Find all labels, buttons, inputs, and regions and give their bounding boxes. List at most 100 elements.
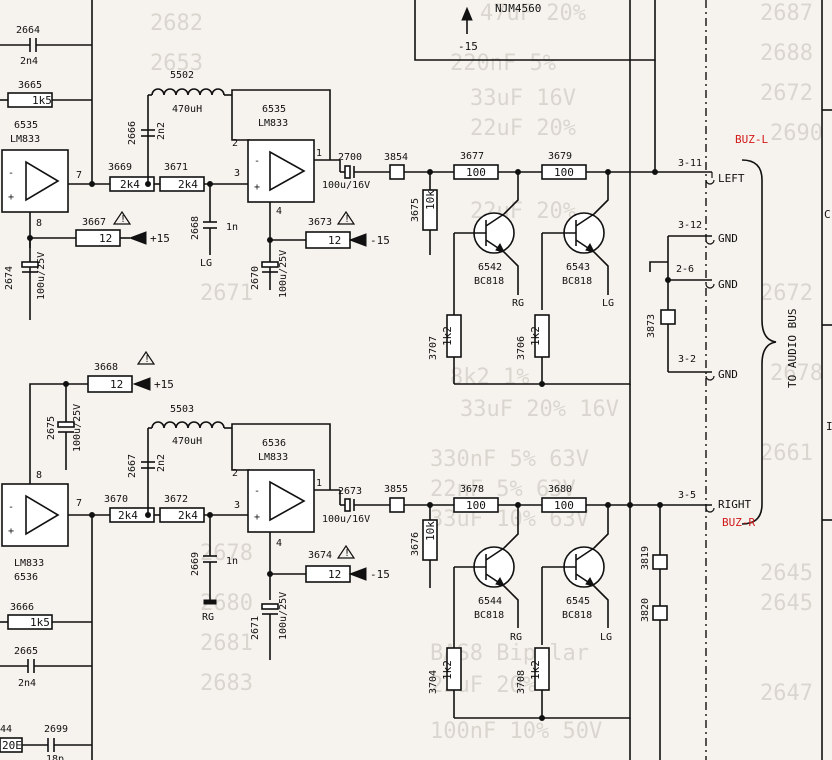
component-ref: 3673 — [308, 217, 332, 228]
supply-label: -15 — [370, 568, 390, 581]
connector-signal-gnd: GND — [718, 278, 738, 291]
component-ref: 2699 — [44, 724, 68, 735]
component-value: 1k5 — [32, 94, 52, 107]
resistor-3667: +15 3667 12 ! — [27, 210, 170, 247]
resistor-3708: 3708 1k2 — [516, 647, 550, 718]
svg-text:2645: 2645 — [760, 591, 813, 616]
resistor-3644: 44 20E — [0, 724, 48, 753]
resistor-3707: 3707 1k2 — [428, 314, 462, 360]
svg-text:33uF 20% 16V: 33uF 20% 16V — [460, 397, 619, 422]
opamp-6535-left: -+ 6535 LM833 7 8 — [1, 120, 110, 320]
svg-text:2661: 2661 — [760, 441, 813, 466]
svg-text:-: - — [8, 502, 14, 513]
ground-label: RG — [202, 612, 214, 623]
component-ref: 2668 — [190, 216, 201, 240]
resistor-3677: 3677 100 — [453, 151, 499, 180]
component-value: 100 — [554, 499, 574, 512]
connector-signal-gnd: GND — [718, 232, 738, 245]
component-value: 100 — [554, 166, 574, 179]
top-opamp-njm4560: NJM4560 -15 — [414, 0, 656, 61]
component-value: 12 — [110, 378, 123, 391]
ground-label: LG — [600, 632, 612, 643]
connector-pin-3-12: 3-12 — [678, 220, 702, 231]
component-ref: 2670 — [250, 266, 261, 290]
component-ref: 2664 — [16, 25, 40, 36]
component-ref: 3680 — [548, 484, 572, 495]
component-ref: 3873 — [646, 314, 657, 338]
svg-text:100nF 10% 50V: 100nF 10% 50V — [430, 719, 602, 744]
ground-label: LG — [200, 258, 212, 269]
audio-bus-label: TO AUDIO BUS — [786, 309, 799, 388]
resistor-3819: 3819 — [640, 505, 668, 570]
component-value: 12 — [328, 568, 341, 581]
component-ref: 3668 — [94, 362, 118, 373]
svg-text:220nF 5%: 220nF 5% — [450, 51, 556, 76]
component-ref: 6535 — [262, 104, 286, 115]
component-value: 2k4 — [118, 509, 138, 522]
supply-label: +15 — [154, 378, 174, 391]
pin-number: 7 — [76, 498, 82, 509]
component-ref: 5503 — [170, 404, 194, 415]
ground-label: RG — [510, 632, 522, 643]
component-ref: 3819 — [640, 546, 651, 570]
component-ref: 3678 — [460, 484, 484, 495]
component-value: 470uH — [172, 436, 202, 447]
component-value: 18p — [46, 754, 64, 760]
resistor-3680: 3680 100 — [541, 484, 587, 513]
inductor-5503: 5503 470uH — [147, 404, 232, 515]
component-ref: 3665 — [18, 80, 42, 91]
component-type: LM833 — [258, 118, 288, 129]
resistor-3820: 3820 — [640, 569, 668, 760]
svg-text:!: ! — [344, 214, 350, 225]
svg-text:!: ! — [144, 354, 150, 365]
pin-number: 7 — [76, 170, 82, 181]
pin-number: 4 — [276, 538, 282, 549]
svg-text:2672: 2672 — [760, 81, 813, 106]
pin-number: 4 — [276, 206, 282, 217]
component-ref: 44 — [0, 724, 12, 735]
component-value: 100u/16V — [322, 180, 370, 191]
resistor-3671: 3671 2k4 — [159, 162, 205, 192]
component-value: 100u/16V — [322, 514, 370, 525]
component-value: 100 — [466, 499, 486, 512]
component-type: BC818 — [474, 276, 504, 287]
connector-signal-gnd: GND — [718, 368, 738, 381]
component-value: 1k2 — [441, 326, 454, 346]
component-value: 100u/25V — [72, 404, 83, 452]
component-ref: 6536 — [14, 572, 38, 583]
component-ref: 3675 — [410, 198, 421, 222]
resistor-3665: 3665 1k5 — [0, 80, 92, 108]
component-type: BC818 — [562, 276, 592, 287]
svg-text:8k2 1%: 8k2 1% — [450, 365, 529, 390]
capacitor-2670: 2670 100u/25V — [250, 250, 289, 298]
connector-pin-3-5: 3-5 — [678, 490, 696, 501]
connector-pin-2-6: 2-6 — [676, 264, 694, 275]
component-ref: 6535 — [14, 120, 38, 131]
component-value: 100u/25V — [278, 592, 289, 640]
component-value: 2k4 — [120, 178, 140, 191]
buz-l-annotation: BUZ-L — [735, 133, 768, 146]
component-value: 20E — [2, 739, 22, 752]
resistor-3873: 3873 — [646, 309, 676, 338]
component-ref: 3677 — [460, 151, 484, 162]
component-ref: 6542 — [478, 262, 502, 273]
audio-bus-connector: 3-11 LEFT BUZ-L 3-12 GND 2-6 GND 3873 3-… — [640, 133, 799, 760]
component-ref: 3672 — [164, 494, 188, 505]
svg-text:+: + — [8, 192, 14, 203]
supply-label: -15 — [370, 234, 390, 247]
capacitor-2665: 2665 2n4 — [0, 646, 92, 689]
svg-text:47uF 20%: 47uF 20% — [480, 1, 586, 26]
capacitor-2699: 2699 18p — [44, 724, 92, 760]
component-value: 2k4 — [178, 509, 198, 522]
pin-number: 1 — [316, 148, 322, 159]
svg-text:2681: 2681 — [200, 631, 253, 656]
resistor-3666: 3666 1k5 — [0, 602, 92, 630]
connector-signal-right: RIGHT — [718, 498, 751, 511]
component-value: 470uH — [172, 104, 202, 115]
component-ref: 3666 — [10, 602, 34, 613]
svg-text:-: - — [254, 156, 260, 167]
pin-number: 8 — [36, 218, 42, 229]
svg-text:2678: 2678 — [770, 361, 823, 386]
svg-text:2671: 2671 — [200, 281, 253, 306]
component-ref: 2700 — [338, 152, 362, 163]
